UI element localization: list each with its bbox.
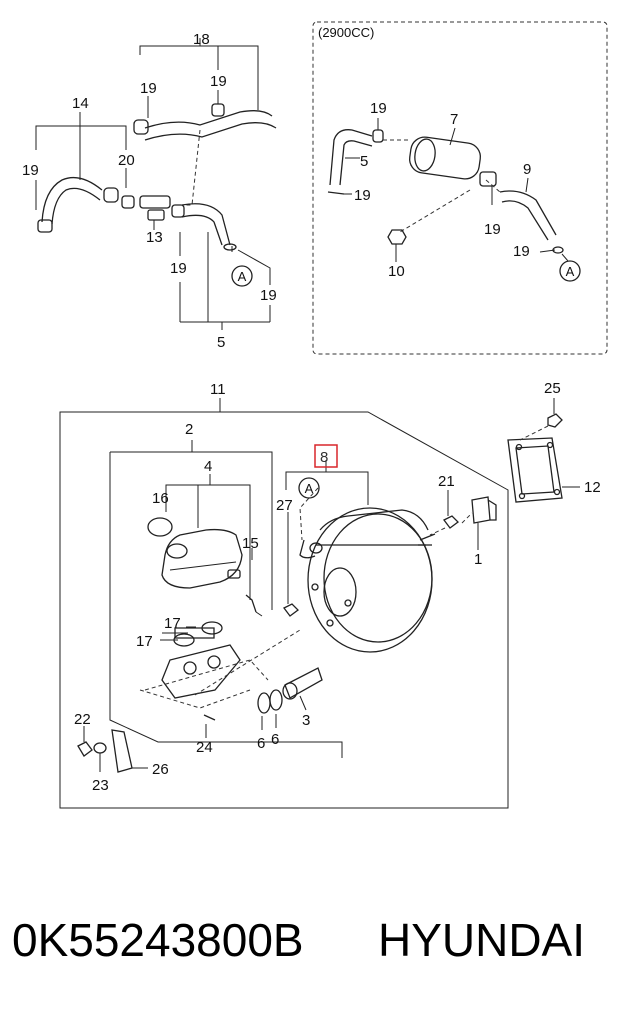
callout-a-main: A [305,481,314,496]
label-17-a: 17 [164,615,181,632]
label-19-e: 19 [260,287,277,304]
label-19-a: 19 [140,80,157,97]
footer: 0K55243800B HYUNDAI [0,905,620,985]
label-6-a: 6 [257,735,265,752]
label-11: 11 [210,381,226,398]
label-24: 24 [196,739,213,756]
label-10: 10 [388,263,405,280]
label-19-c: 19 [22,162,39,179]
label-19-f: 19 [370,100,387,117]
label-14: 14 [72,95,89,112]
label-16: 16 [152,490,169,507]
parts-diagram: A 18 19 19 14 19 20 13 19 19 5 (2900CC) [22,21,608,809]
callout-a-right: A [566,264,575,279]
label-2: 2 [185,421,193,438]
label-19-i: 19 [513,243,530,260]
label-4: 4 [204,458,212,475]
label-20: 20 [118,152,135,169]
label-7: 7 [450,111,458,128]
label-8: 8 [320,449,328,466]
main-assembly: A [59,380,601,809]
label-19-h: 19 [484,221,501,238]
label-23: 23 [92,777,109,794]
label-25: 25 [544,380,561,397]
label-15: 15 [242,535,259,552]
highlight-box-8 [314,444,338,468]
label-17-b: 17 [136,633,153,650]
label-3: 3 [302,712,310,729]
label-19-d: 19 [170,260,187,277]
hose-assembly-left: A 18 19 19 14 19 20 13 19 19 5 [22,31,277,351]
label-5-b: 5 [360,153,368,170]
brand-name: HYUNDAI [378,914,586,966]
label-18: 18 [193,31,210,48]
label-1: 1 [474,551,482,568]
label-6-b: 6 [271,731,279,748]
label-26: 26 [152,761,169,778]
label-12: 12 [584,479,601,496]
variant-label: (2900CC) [318,25,374,40]
label-27: 27 [276,497,293,514]
callout-a-left: A [238,269,247,284]
part-number: 0K55243800B [12,914,304,966]
label-21: 21 [438,473,455,490]
label-13: 13 [146,229,163,246]
label-19-b: 19 [210,73,227,90]
label-22: 22 [74,711,91,728]
label-19-g: 19 [354,187,371,204]
label-5-a: 5 [217,334,225,351]
variant-2900cc-box: (2900CC) A 19 5 19 7 19 10 [312,21,608,355]
label-9: 9 [523,161,531,178]
